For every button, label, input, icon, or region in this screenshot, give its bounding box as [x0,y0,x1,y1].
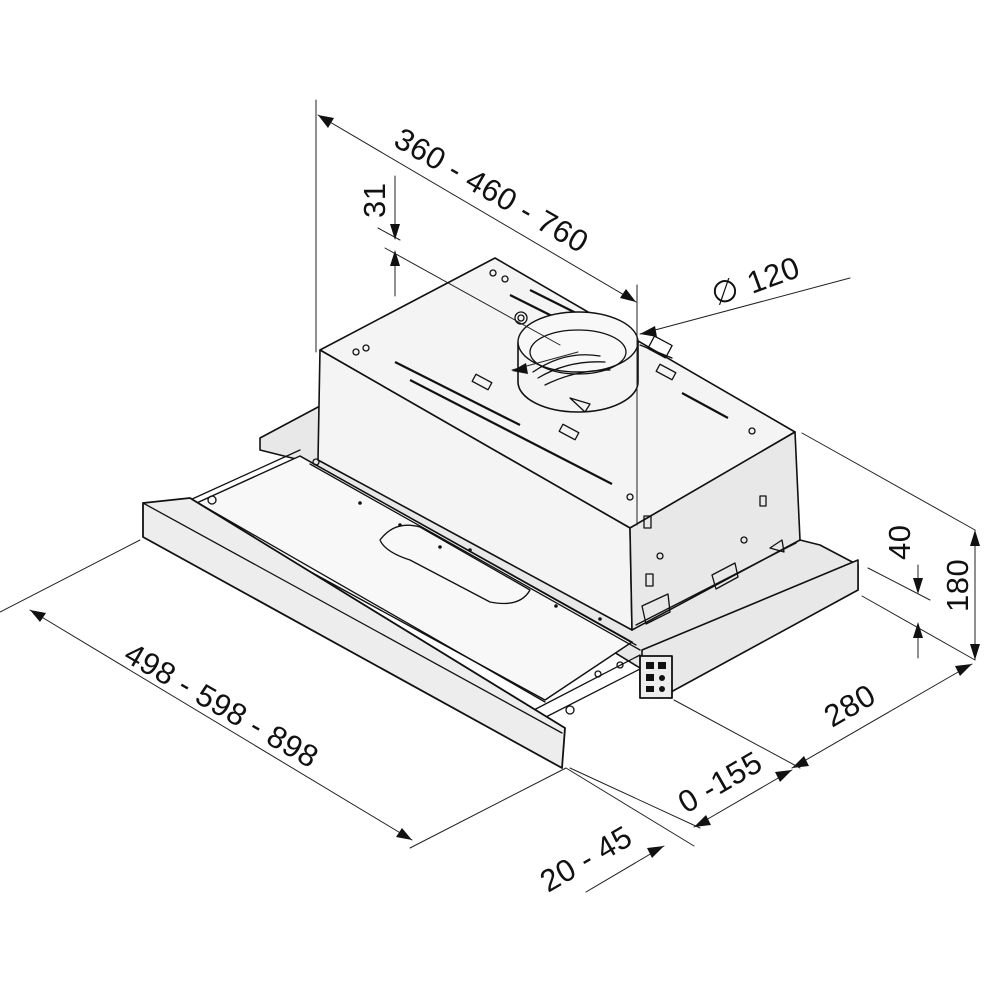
rail-dots [358,501,602,621]
front-extension-label: 20 - 45 [534,819,638,899]
width-top-label: 360 - 460 - 760 [389,121,595,260]
top-holes [352,269,756,501]
depth-label: 280 [818,677,882,734]
dimension-lines [0,99,980,893]
visor-rails [189,449,643,721]
side-details [635,495,797,626]
front-width-label: 498 - 598 - 898 [119,636,325,775]
body-side-face [629,431,801,631]
control-panel [639,655,673,699]
control-buttons [646,662,666,692]
total-height-label: 180 [940,559,975,612]
depth-offset-label: 31 [357,183,392,218]
visor-glass-panel [188,455,634,701]
slide-travel-label: 0 -155 [672,744,768,820]
duct-collar [517,311,673,413]
visor-front-strip [142,497,566,769]
visor-height-label: 40 [882,525,917,560]
hood-illustration [142,257,859,769]
duct-diameter-symbol: ∅ [706,270,744,312]
